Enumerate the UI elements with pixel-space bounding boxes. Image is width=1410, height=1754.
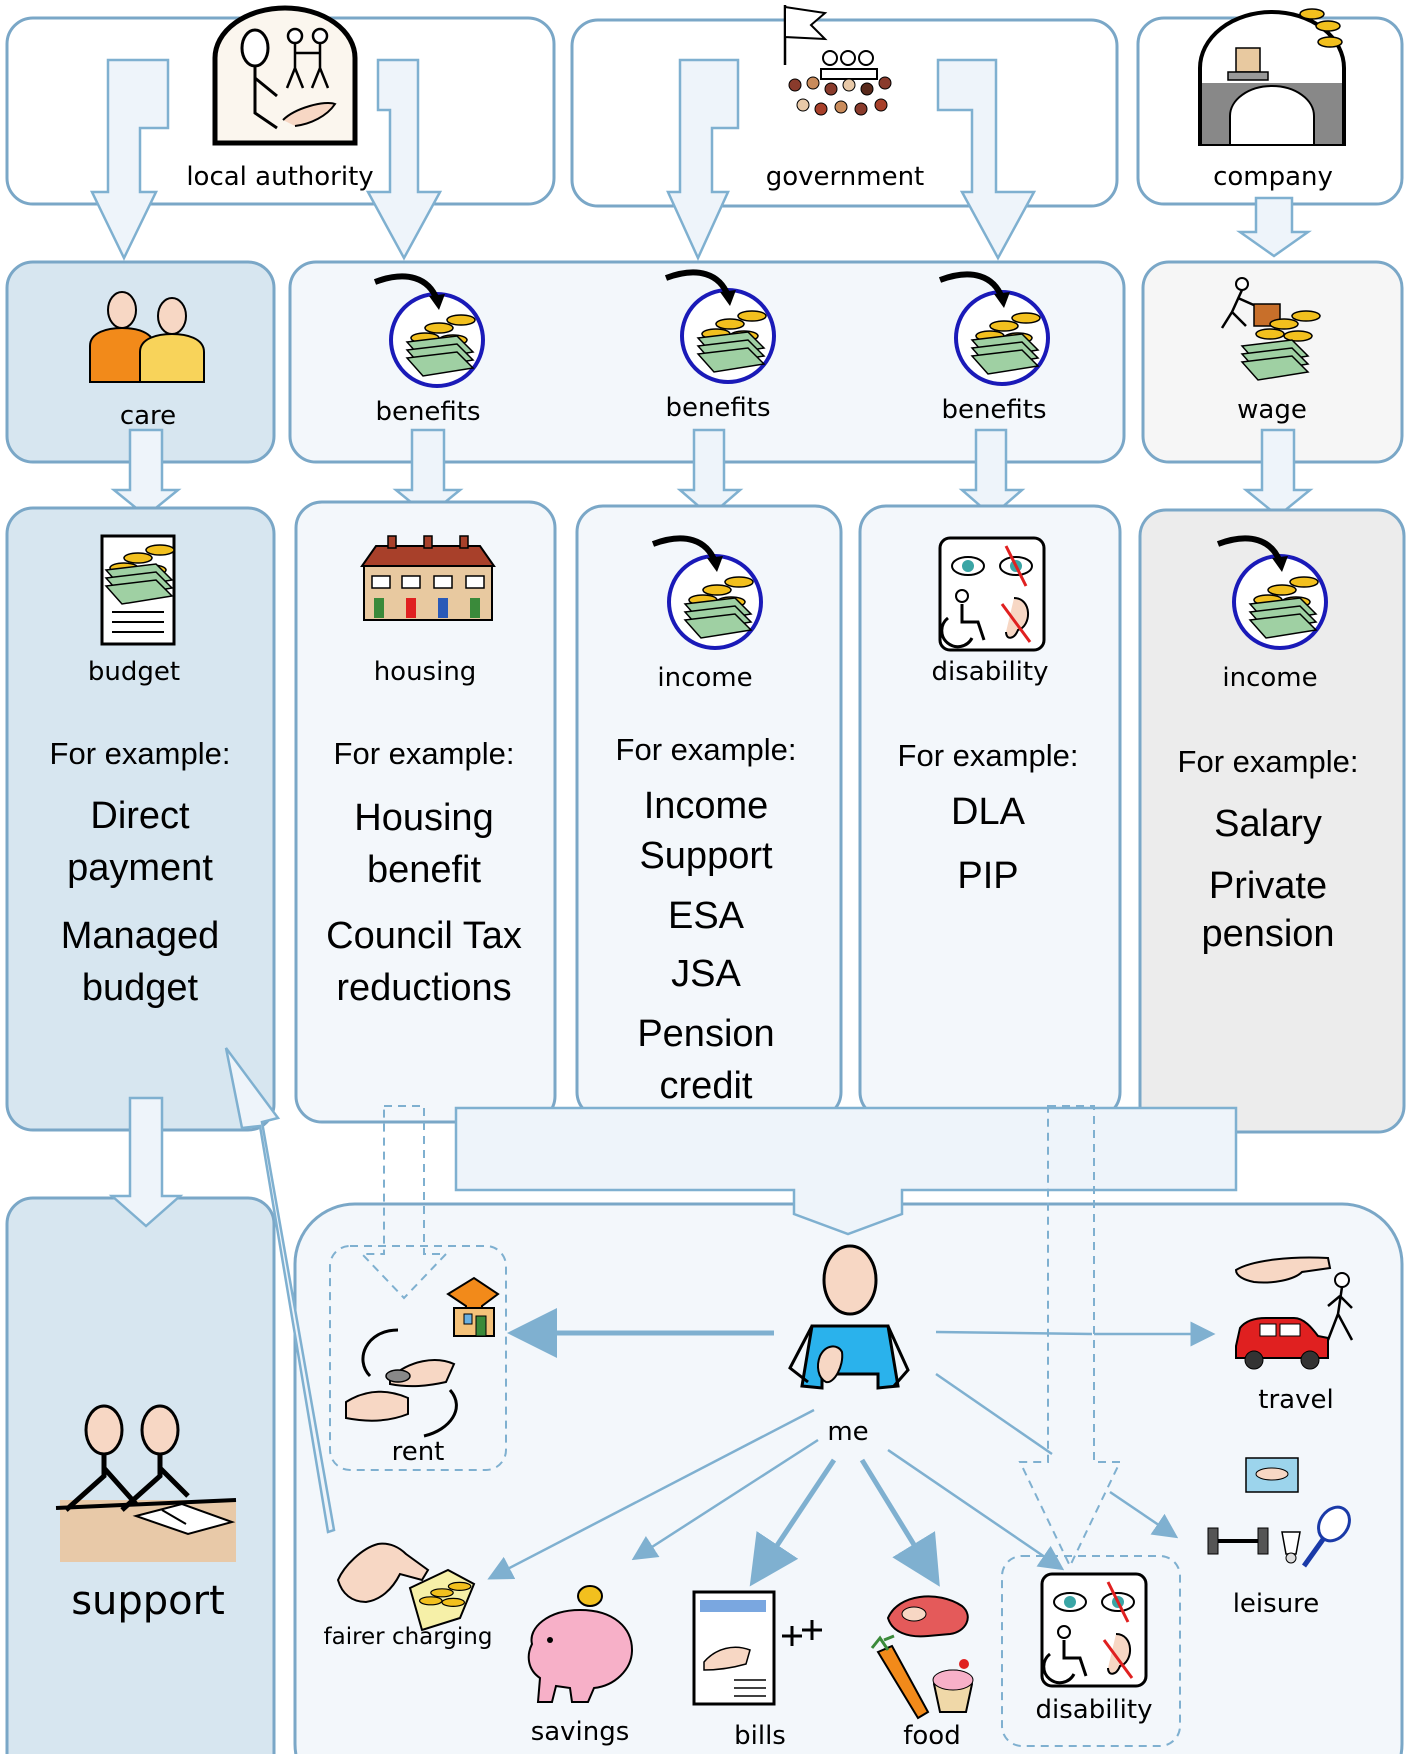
- piggy-bank-icon: [527, 1585, 634, 1703]
- income-example-line: ESA: [668, 895, 745, 937]
- budget-example-line: Direct: [90, 795, 190, 837]
- disability-output-label: disability: [1036, 1695, 1153, 1725]
- fairer-charging-label: fairer charging: [324, 1624, 493, 1650]
- disability-label: disability: [932, 657, 1049, 687]
- hand-tag-icon: [336, 1542, 476, 1632]
- budget-label: budget: [88, 657, 180, 687]
- bill-icon: [692, 1590, 822, 1706]
- housing-label: housing: [374, 657, 477, 687]
- savings-label: savings: [531, 1717, 630, 1747]
- money-exchange-icon: [345, 1276, 500, 1438]
- disability-icon: [1040, 1572, 1148, 1688]
- budget-example-line: budget: [82, 967, 199, 1009]
- company-income-column: [1138, 508, 1406, 1134]
- housing-example-line: benefit: [367, 849, 482, 891]
- arrow-budget-to-support: [108, 1096, 184, 1228]
- support-label: support: [71, 1578, 225, 1624]
- arrows-from-me: [487, 1308, 1216, 1587]
- people-pointing-icon: [212, 5, 358, 146]
- disability-icon: [938, 536, 1046, 652]
- arrow-local-to-care: [90, 58, 1312, 262]
- benefits-label-1: benefits: [375, 397, 480, 427]
- housing-example-line: reductions: [336, 967, 511, 1009]
- arrow-fairer-charging-to-budget: [224, 1047, 336, 1534]
- office-desk-icon: [1198, 8, 1346, 146]
- income-example-line: credit: [660, 1065, 753, 1107]
- dashed-arrow-disability-to-disability: [1018, 1105, 1122, 1569]
- leisure-label: leisure: [1233, 1589, 1320, 1619]
- terraced-houses-icon: [360, 535, 496, 621]
- disability-output-box: [1001, 1555, 1181, 1747]
- sports-icon: [1207, 1457, 1351, 1568]
- benefits-label-3: benefits: [941, 395, 1046, 425]
- travel-label: travel: [1258, 1385, 1333, 1415]
- parliament-icon: [783, 5, 892, 116]
- arrows-to-columns: [110, 428, 1314, 518]
- dashed-arrow-housing-to-rent: [359, 1105, 449, 1300]
- company-label: company: [1213, 162, 1333, 192]
- worker-money-icon: [1220, 277, 1321, 381]
- food-icon: [870, 1595, 974, 1720]
- for-example-budget: For example:: [50, 736, 231, 771]
- income-label: income: [657, 663, 752, 693]
- rent-label: rent: [392, 1437, 445, 1467]
- person-me-icon: [788, 1244, 910, 1390]
- local-authority-label: local authority: [186, 162, 373, 192]
- budget-sheet-icon: [100, 534, 176, 646]
- housing-example-line: Council Tax: [326, 915, 522, 957]
- for-example-income: For example:: [616, 732, 797, 767]
- budget-example-line: payment: [67, 847, 213, 889]
- food-label: food: [903, 1721, 960, 1751]
- me-label: me: [827, 1417, 868, 1447]
- income-example-line: Support: [639, 835, 773, 877]
- for-example-housing: For example:: [334, 736, 515, 771]
- benefits-label-2: benefits: [665, 393, 770, 423]
- government-label: government: [766, 162, 925, 192]
- arrow-columns-to-me: [454, 1106, 1238, 1236]
- car-walking-icon: [1234, 1256, 1354, 1370]
- for-example-company: For example:: [1178, 744, 1359, 779]
- disability-example-line: DLA: [951, 791, 1026, 833]
- company-example-line: pension: [1201, 913, 1334, 955]
- bills-label: bills: [734, 1721, 786, 1751]
- income-example-line: Pension: [637, 1013, 774, 1055]
- company-income-label: income: [1222, 663, 1317, 693]
- two-people-icon: [89, 291, 205, 383]
- income-example-line: JSA: [671, 953, 741, 995]
- income-example-line: Income: [644, 785, 769, 827]
- care-label: care: [120, 401, 176, 431]
- housing-example-line: Housing: [354, 797, 493, 839]
- for-example-disability: For example:: [898, 738, 1079, 773]
- disability-example-line: PIP: [957, 855, 1018, 897]
- company-example-line: Private: [1209, 865, 1327, 907]
- company-example-line: Salary: [1214, 803, 1322, 845]
- support-box: [5, 1196, 276, 1754]
- housing-column: [294, 500, 557, 1124]
- rent-box: [329, 1245, 507, 1471]
- wage-label: wage: [1237, 395, 1307, 425]
- two-people-writing-icon: [55, 1404, 237, 1562]
- budget-example-line: Managed: [61, 915, 219, 957]
